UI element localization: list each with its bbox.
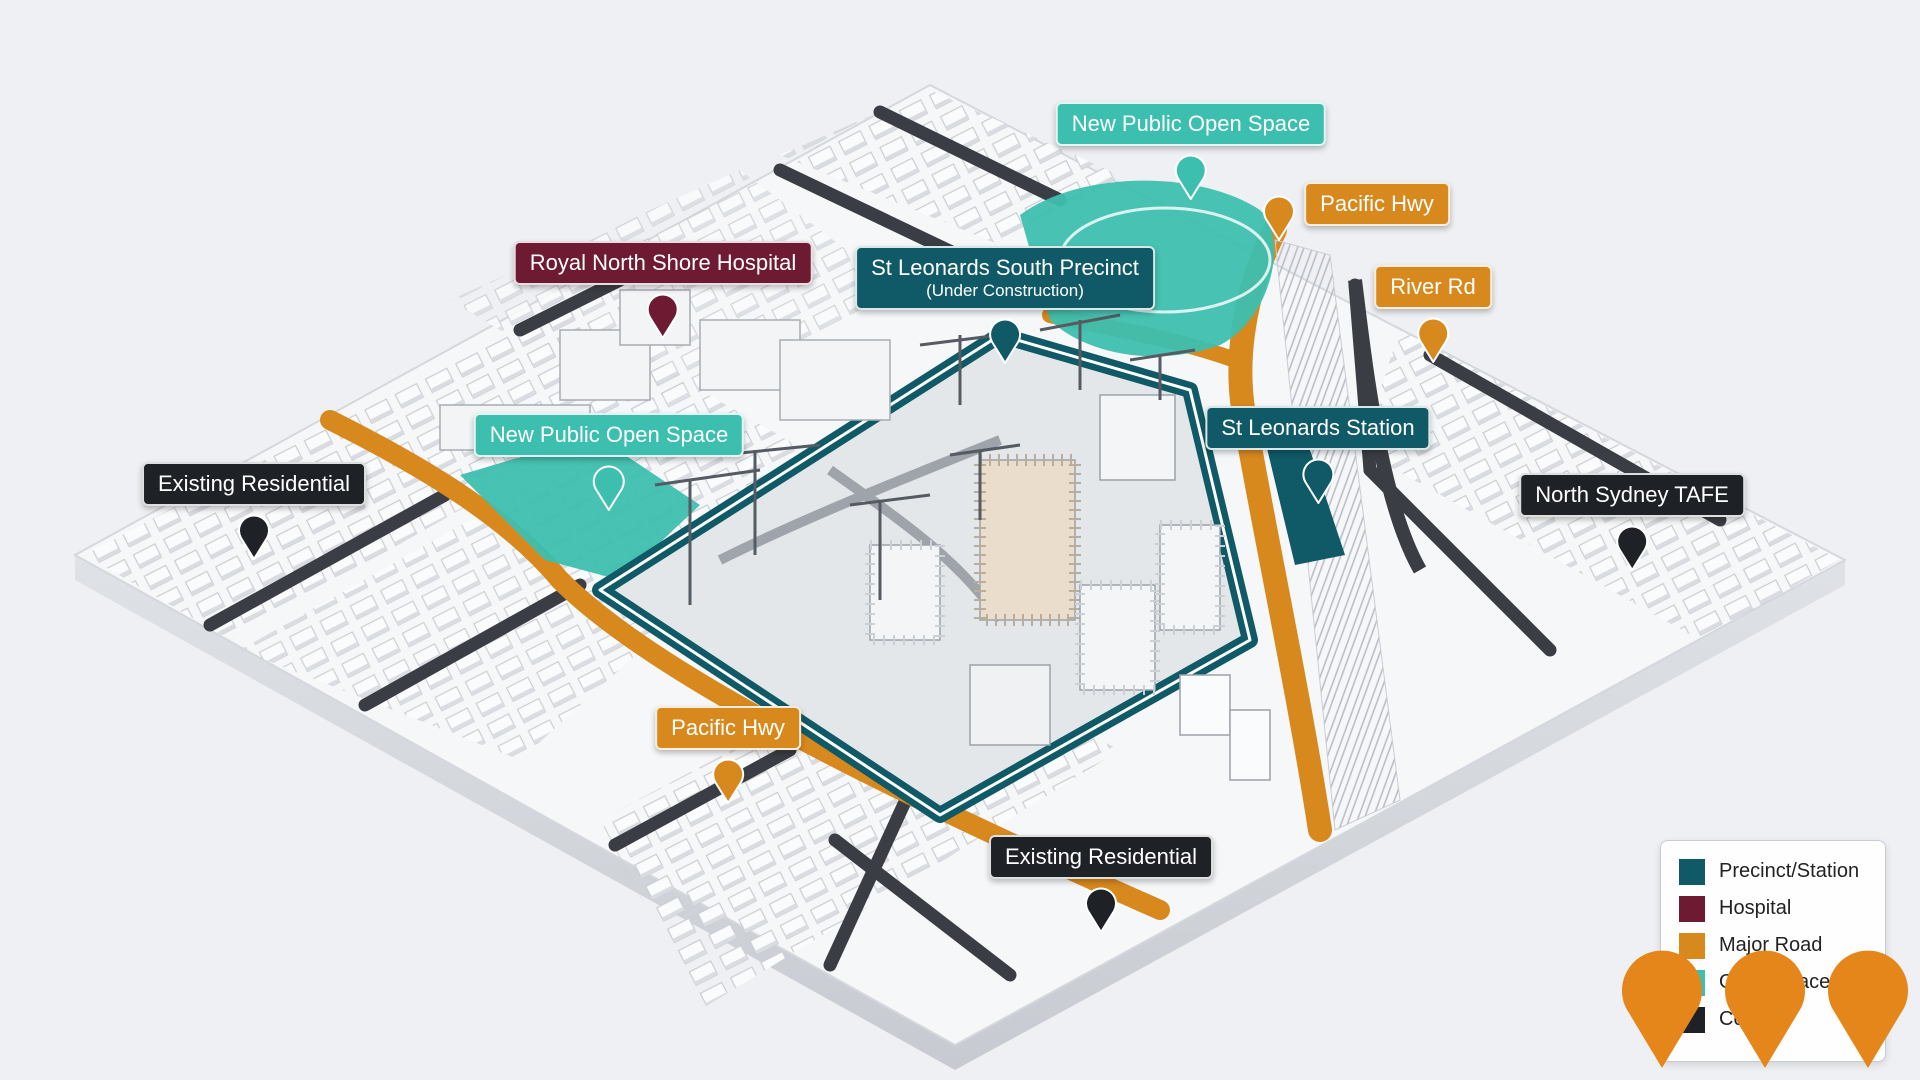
location-pin-icon: [1085, 887, 1117, 933]
residential-west-block: [85, 300, 690, 640]
location-pin-icon: [1725, 950, 1805, 1068]
tower: [974, 454, 1081, 626]
st-leonards-station-platform: [1265, 440, 1345, 565]
callout-label: Royal North Shore Hospital: [513, 241, 813, 285]
legend-item: Precinct/Station: [1661, 853, 1885, 890]
location-pin-icon: [1417, 317, 1449, 363]
callout-river-rd[interactable]: River Rd: [1374, 265, 1492, 363]
tower: [1229, 709, 1271, 781]
tower: [1179, 674, 1231, 736]
construction-cranes: [654, 313, 1196, 605]
callout-open-space-west[interactable]: New Public Open Space: [473, 413, 745, 511]
callout-pacific-hwy-south[interactable]: Pacific Hwy: [655, 706, 801, 804]
callout-label: North Sydney TAFE: [1519, 473, 1745, 517]
legend-item: Major Road: [1661, 927, 1885, 964]
legend-label: Major Road: [1719, 934, 1823, 956]
callout-label: Pacific Hwy: [1304, 182, 1450, 226]
location-pin-icon: [1302, 458, 1334, 504]
tower: [1155, 520, 1225, 635]
tower: [969, 664, 1051, 746]
location-pin-icon: [712, 758, 744, 804]
precinct-towers: [865, 394, 1271, 781]
open-space-west: [460, 435, 700, 580]
legend-label: Precinct/Station: [1719, 860, 1860, 882]
legend-swatch: [1679, 932, 1705, 959]
callout-pacific-hwy-north[interactable]: Pacific Hwy: [1304, 182, 1450, 226]
callout-existing-residential-south[interactable]: Existing Residential: [989, 835, 1213, 933]
legend-swatch: [1679, 895, 1705, 922]
legend-item: Hospital: [1661, 890, 1885, 927]
legend-label: Hospital: [1719, 897, 1792, 919]
location-pin-icon: [647, 293, 679, 339]
callout-existing-residential-west[interactable]: Existing Residential: [142, 462, 366, 560]
callout-label: Pacific Hwy: [655, 706, 801, 750]
location-pin-icon: [1616, 525, 1648, 571]
callout-title: St Leonards South Precinct: [871, 255, 1139, 280]
callout-st-leonards-south-precinct[interactable]: St Leonards South Precinct (Under Constr…: [855, 246, 1155, 364]
tower: [1075, 580, 1160, 695]
location-pin-icon: [1263, 195, 1295, 241]
tower: [865, 540, 945, 645]
precinct-boundary-glow: [598, 333, 1252, 817]
tower: [1099, 394, 1176, 481]
callout-label: New Public Open Space: [1055, 102, 1327, 146]
callout-royal-north-shore-hospital[interactable]: Royal North Shore Hospital: [513, 241, 813, 339]
callout-north-sydney-tafe[interactable]: North Sydney TAFE: [1519, 473, 1745, 571]
callout-st-leonards-station[interactable]: St Leonards Station: [1205, 406, 1431, 504]
callout-label: St Leonards South Precinct (Under Constr…: [855, 246, 1155, 310]
callout-open-space-north[interactable]: New Public Open Space: [1055, 102, 1327, 200]
callout-label: Existing Residential: [989, 835, 1213, 879]
location-pin-icon: [989, 318, 1021, 364]
location-pin-icon: [1175, 154, 1207, 200]
legend-swatch: [1679, 858, 1705, 885]
callout-label: New Public Open Space: [473, 413, 745, 457]
callout-subtitle: (Under Construction): [926, 281, 1084, 300]
callout-label: Existing Residential: [142, 462, 366, 506]
location-pin-icon: [1828, 950, 1908, 1068]
location-pin-icon: [1622, 950, 1702, 1068]
callout-label: St Leonards Station: [1205, 406, 1431, 450]
location-pin-icon: [238, 514, 270, 560]
callout-label: River Rd: [1374, 265, 1492, 309]
location-pin-icon: [593, 465, 625, 511]
